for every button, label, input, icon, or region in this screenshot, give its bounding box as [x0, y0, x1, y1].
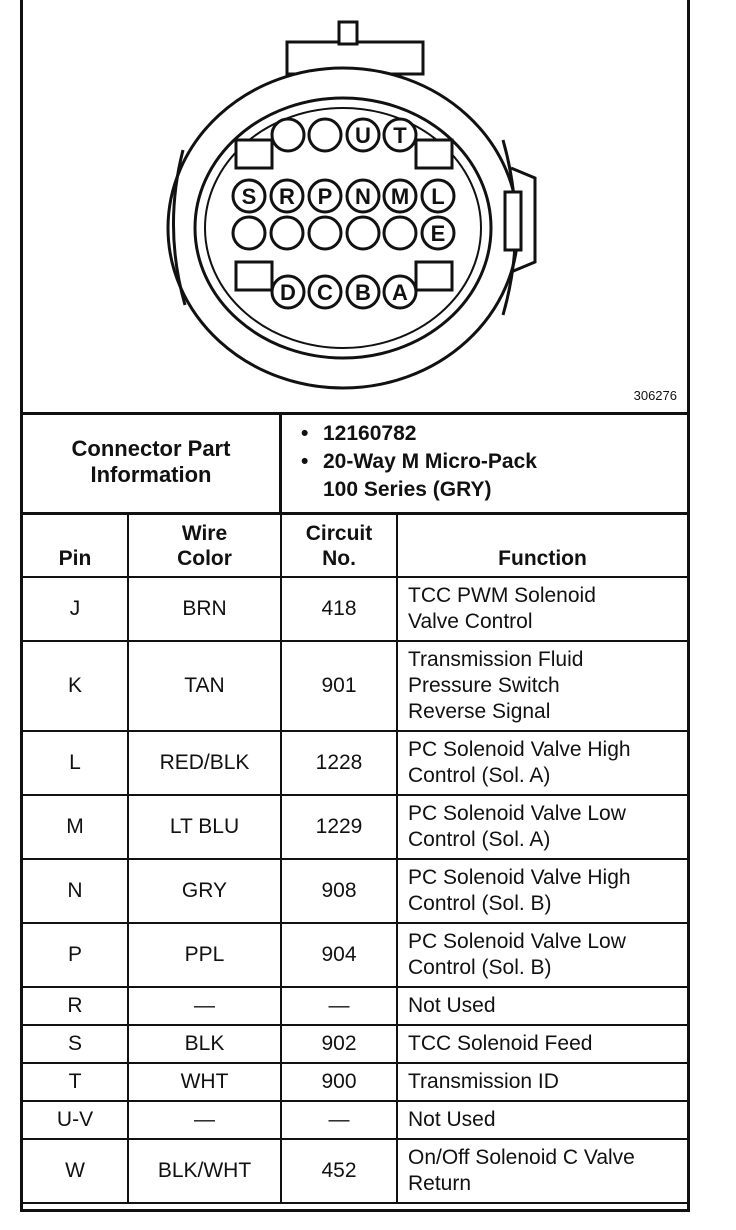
- cell-pin: R: [23, 986, 129, 1026]
- pin-label-u: U: [355, 123, 371, 148]
- cell-wire-color: —: [127, 1100, 282, 1140]
- pin-label-l: L: [431, 184, 444, 209]
- pin-label-n: N: [355, 184, 371, 209]
- cell-pin: T: [23, 1062, 129, 1102]
- cell-wire-color: PPL: [127, 922, 282, 988]
- cell-function: Transmission ID: [396, 1062, 687, 1102]
- cell-wire-color: —: [127, 986, 282, 1026]
- cell-pin: W: [23, 1138, 129, 1204]
- cell-circuit: 452: [280, 1138, 398, 1204]
- cell-wire-color: GRY: [127, 858, 282, 924]
- cell-circuit: —: [280, 986, 398, 1026]
- cell-wire-color: RED/BLK: [127, 730, 282, 796]
- pin-label-m: M: [391, 184, 409, 209]
- cell-circuit: 418: [280, 576, 398, 642]
- connector-part-info: Connector Part Information • 12160782 • …: [23, 412, 687, 515]
- cell-function: TCC Solenoid Feed: [396, 1024, 687, 1064]
- cell-pin: M: [23, 794, 129, 860]
- cell-pin: U-V: [23, 1100, 129, 1140]
- pin-label-r: R: [279, 184, 295, 209]
- cell-circuit: 1229: [280, 794, 398, 860]
- cell-wire-color: BRN: [127, 576, 282, 642]
- cpi-label-line2: Information: [90, 462, 212, 487]
- cell-circuit: 904: [280, 922, 398, 988]
- pin-label-p: P: [318, 184, 333, 209]
- cell-circuit: 1228: [280, 730, 398, 796]
- pin-label-a: A: [392, 280, 408, 305]
- description-line2: 100 Series (GRY): [323, 478, 492, 501]
- bullet: •: [301, 422, 309, 445]
- cell-circuit: 900: [280, 1062, 398, 1102]
- part-number: 12160782: [323, 422, 417, 445]
- cell-circuit: 908: [280, 858, 398, 924]
- cell-pin: P: [23, 922, 129, 988]
- pin-label-d: D: [280, 280, 296, 305]
- table-row: T WHT 900 Transmission ID: [23, 1062, 687, 1102]
- cell-function: Not Used: [396, 986, 687, 1026]
- connector-part-info-label: Connector Part Information: [23, 412, 282, 512]
- cell-wire-color: WHT: [127, 1062, 282, 1102]
- cell-circuit: —: [280, 1100, 398, 1140]
- table-row: R — — Not Used: [23, 986, 687, 1026]
- cell-wire-color: LT BLU: [127, 794, 282, 860]
- connector-part-info-list: • 12160782 • 20-Way M Micro-Pack 100 Ser…: [301, 420, 537, 504]
- header-pin: Pin: [23, 512, 129, 578]
- cell-function: Not Used: [396, 1100, 687, 1140]
- table-row: U-V — — Not Used: [23, 1100, 687, 1140]
- figure-number: 306276: [633, 388, 677, 403]
- connector-diagram: U T S R P N M L E D C B A 306276: [23, 0, 687, 415]
- cell-pin: L: [23, 730, 129, 796]
- cpi-item-part-number: • 12160782: [301, 420, 537, 448]
- header-function: Function: [396, 512, 687, 578]
- connector-face-illustration: U T S R P N M L E D C B A: [166, 20, 537, 390]
- pin-label-t: T: [393, 123, 407, 148]
- cell-circuit: 902: [280, 1024, 398, 1064]
- cell-circuit: 901: [280, 640, 398, 732]
- cpi-label-line1: Connector Part: [71, 436, 231, 461]
- cell-pin: J: [23, 576, 129, 642]
- pin-label-b: B: [355, 280, 371, 305]
- pin-label-e: E: [431, 221, 446, 246]
- description-line1: 20-Way M Micro-Pack: [323, 450, 537, 473]
- bullet: •: [301, 450, 309, 473]
- cell-wire-color: BLK: [127, 1024, 282, 1064]
- document-frame: U T S R P N M L E D C B A 306276 Connect…: [20, 0, 690, 1212]
- table-row: S BLK 902 TCC Solenoid Feed: [23, 1024, 687, 1064]
- pin-label-c: C: [317, 280, 333, 305]
- cell-pin: K: [23, 640, 129, 732]
- cell-wire-color: BLK/WHT: [127, 1138, 282, 1204]
- cell-pin: N: [23, 858, 129, 924]
- pin-label-s: S: [242, 184, 257, 209]
- cpi-item-description: • 20-Way M Micro-Pack: [301, 448, 537, 476]
- cell-pin: S: [23, 1024, 129, 1064]
- cell-wire-color: TAN: [127, 640, 282, 732]
